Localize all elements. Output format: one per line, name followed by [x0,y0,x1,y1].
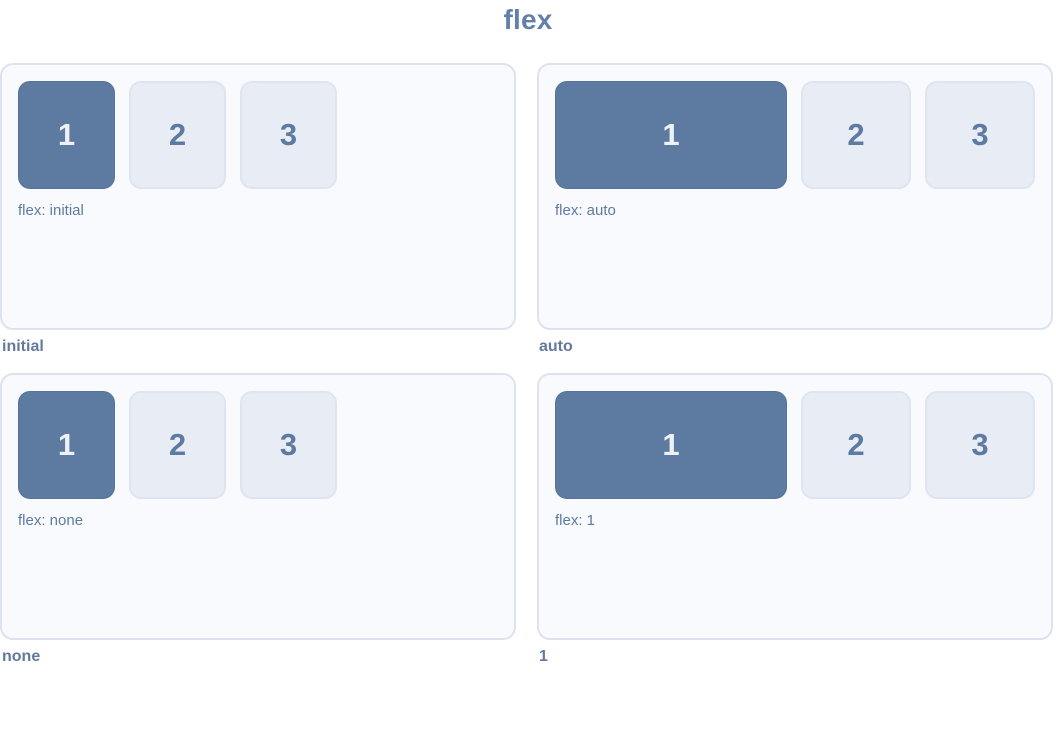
panel-caption-auto: auto [539,338,573,355]
flex-item-3: 3 [240,391,337,499]
flex-property-label: flex: none [18,512,84,529]
panel-auto: 1 2 3 flex: auto [537,63,1053,330]
flex-container-none: 1 2 3 [18,391,498,499]
flex-property-label: flex: initial [18,202,84,219]
flex-container-1: 1 2 3 [555,391,1035,499]
flex-item-1: 1 [555,81,787,189]
flex-container-initial: 1 2 3 [18,81,498,189]
panel-caption-1: 1 [539,648,548,665]
flex-item-3: 3 [925,391,1035,499]
demo-grid: 1 2 3 flex: initial initial 1 2 3 flex: … [0,63,1053,666]
flex-property-label: flex: auto [555,202,616,219]
panel-caption-none: none [2,648,41,665]
flex-item-2: 2 [801,391,911,499]
flex-item-3: 3 [925,81,1035,189]
demo-cell-initial: 1 2 3 flex: initial initial [0,63,516,356]
flex-item-3: 3 [240,81,337,189]
panel-none: 1 2 3 flex: none [0,373,516,640]
flex-item-2: 2 [129,81,226,189]
flex-item-2: 2 [801,81,911,189]
flex-item-1: 1 [555,391,787,499]
panel-initial: 1 2 3 flex: initial [0,63,516,330]
flex-container-auto: 1 2 3 [555,81,1035,189]
flex-property-label: flex: 1 [555,512,596,529]
flex-item-2: 2 [129,391,226,499]
flex-item-1: 1 [18,81,115,189]
demo-cell-1: 1 2 3 flex: 1 1 [537,373,1053,666]
page-title: flex [503,4,553,35]
demo-cell-none: 1 2 3 flex: none none [0,373,516,666]
flex-item-1: 1 [18,391,115,499]
panel-1: 1 2 3 flex: 1 [537,373,1053,640]
panel-caption-initial: initial [2,338,44,355]
demo-cell-auto: 1 2 3 flex: auto auto [537,63,1053,356]
